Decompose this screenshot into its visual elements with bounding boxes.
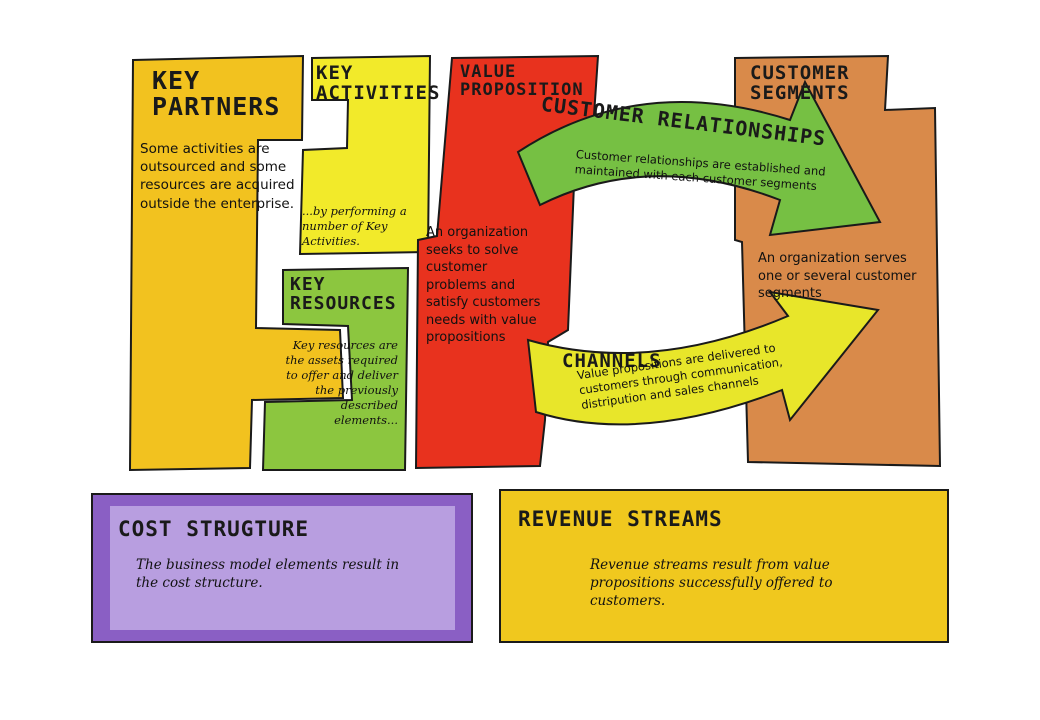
key-partners-text: Some activities are outsourced and some …	[140, 141, 295, 212]
key-resources-title: KEY RESOURCES	[290, 274, 397, 314]
customer-relationships-arrow	[516, 79, 882, 237]
customer-segments-text: An organization serves one or several cu…	[758, 251, 917, 302]
key-activities-text: ...by performing a number of Key Activit…	[302, 204, 407, 248]
key-resources-block	[261, 266, 410, 471]
value-proposition-title: VALUE PROPOSITION	[460, 62, 584, 100]
value-proposition-text: An organization seeks to solve customer …	[426, 225, 541, 346]
key-partners-title: KEY PARTNERS	[152, 66, 281, 122]
channels-title: CHANNELS	[562, 350, 662, 372]
customer-segments-title: CUSTOMER SEGMENTS	[750, 62, 850, 104]
cost-structure-text: The business model elements result in th…	[136, 557, 400, 592]
cost-structure-title: COST STRUGTURE	[118, 517, 310, 541]
key-partners-block	[128, 54, 345, 472]
revenue-streams-title: REVENUE STREAMS	[518, 507, 723, 531]
revenue-streams-block	[499, 489, 949, 643]
channels-arrow	[526, 290, 880, 426]
key-activities-block	[298, 54, 432, 256]
cost-structure-inner	[110, 506, 455, 630]
key-resources-text: Key resources are the assets required to…	[285, 338, 398, 427]
key-activities-title: KEY ACTIVITIES	[316, 62, 441, 104]
revenue-streams-text: Revenue streams result from value propos…	[590, 557, 833, 610]
